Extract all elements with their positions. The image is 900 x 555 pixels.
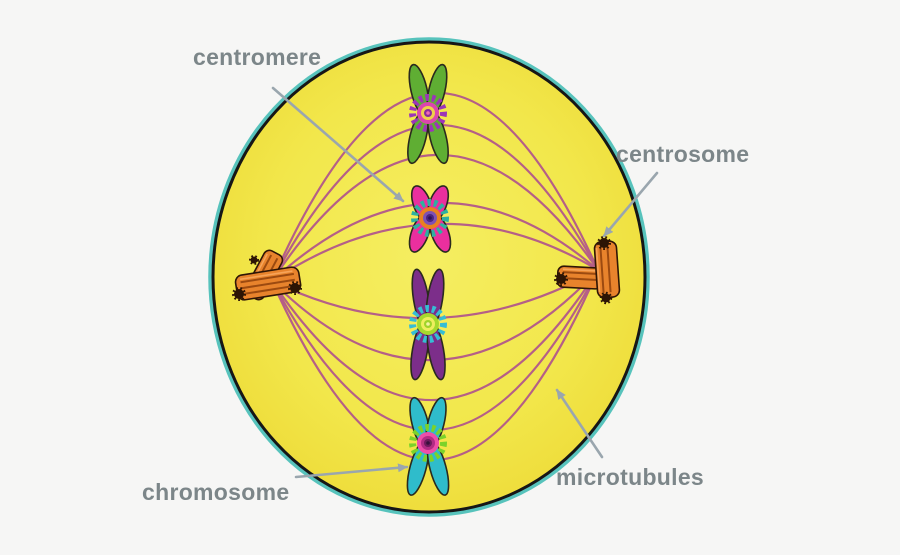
pericentriolar-material <box>288 281 302 295</box>
centromere-arrow <box>271 86 405 203</box>
chromosome-label: chromosome <box>142 479 290 505</box>
pericentriolar-material <box>599 291 613 305</box>
pericentriolar-material <box>232 287 246 301</box>
centromere-gear <box>411 199 449 237</box>
chromosome-pink <box>408 185 452 253</box>
pericentriolar-material <box>597 236 611 250</box>
microtubules-arrow <box>555 388 604 459</box>
cell-membrane-glow <box>208 37 650 517</box>
centromere-gear <box>409 305 447 343</box>
chromosome-arrow <box>294 463 409 479</box>
centromere-label: centromere <box>193 44 322 70</box>
centrosome-left <box>232 249 302 301</box>
centromere-gear <box>409 424 447 462</box>
chromosome-cyan <box>406 396 450 496</box>
leader-arrows <box>271 86 659 479</box>
centriole-horizontal <box>234 266 302 301</box>
pericentriolar-material <box>554 272 568 286</box>
microtubule-fiber <box>271 269 599 402</box>
centrosome-arrow <box>602 171 659 238</box>
centrosome-label: centrosome <box>616 141 750 167</box>
centriole-vertical <box>593 240 621 299</box>
pericentriolar-material <box>249 255 259 265</box>
chromosome-purple <box>409 268 447 381</box>
chromosome-green <box>407 63 449 165</box>
centromere-gear <box>409 94 447 132</box>
centrosome-right <box>554 236 621 305</box>
microtubules-label: microtubules <box>556 464 705 490</box>
microtubule-fiber <box>271 153 599 282</box>
